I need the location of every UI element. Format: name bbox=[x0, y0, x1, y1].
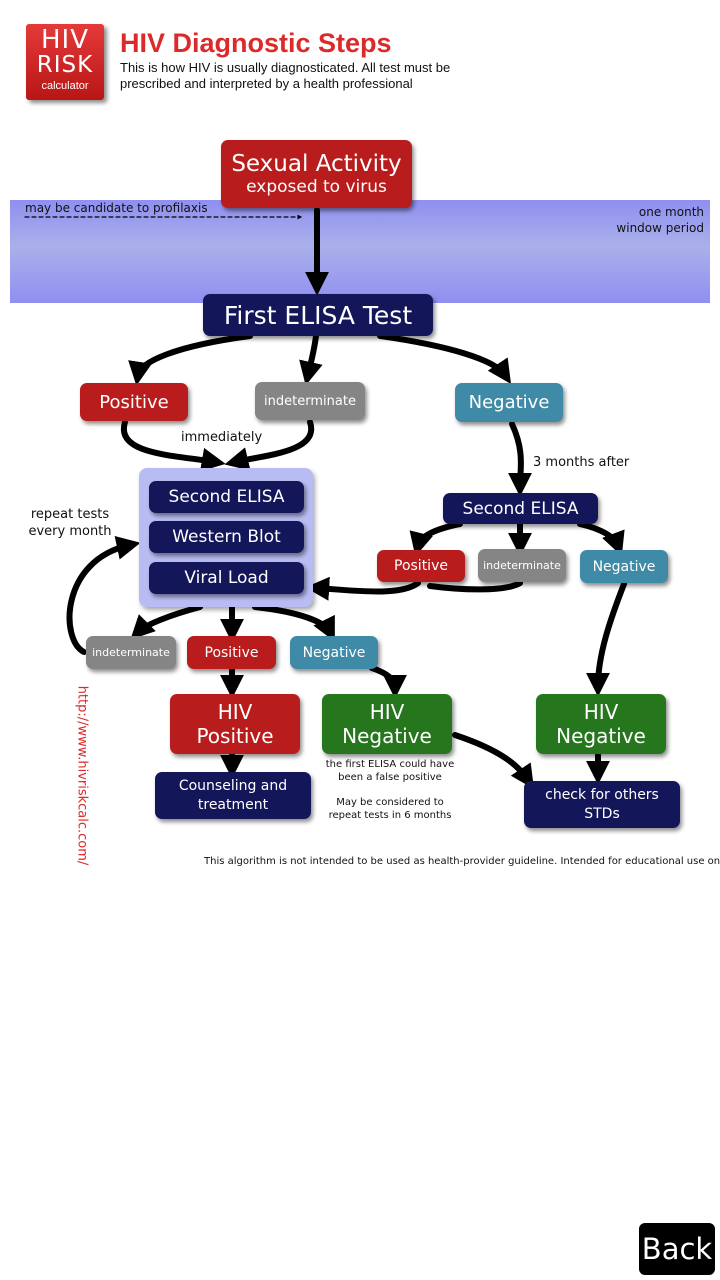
arrow-negative-to-second-elisa bbox=[508, 421, 533, 497]
hiv-negative-right-line1: HIV bbox=[583, 700, 619, 724]
repeat-6mo-line1: May be considered to bbox=[336, 797, 444, 808]
arrow-elisa-negative bbox=[377, 333, 512, 384]
page-subtitle: This is how HIV is usually diagnosticate… bbox=[120, 60, 451, 91]
counseling-node: Counseling and treatment bbox=[155, 772, 311, 819]
repeat-6mo-note: May be considered to repeat tests in 6 m… bbox=[320, 796, 460, 822]
check-stds-line1: check for others bbox=[545, 786, 659, 803]
arrow-confirm-negative bbox=[252, 604, 335, 642]
arrow-second-elisa-negative bbox=[577, 521, 625, 557]
three-months-label: 3 months after bbox=[533, 455, 630, 470]
counseling-line2: treatment bbox=[197, 796, 269, 813]
arrow-indeterminate2-to-confirm bbox=[427, 580, 523, 593]
sexual-activity-label: Sexual Activity bbox=[231, 151, 402, 177]
window-period-note: one month window period bbox=[600, 204, 710, 236]
arrow-elisa-indeterminate bbox=[299, 333, 323, 386]
negative-node-3: Negative bbox=[290, 636, 378, 669]
viral-load-node: Viral Load bbox=[149, 562, 304, 594]
false-positive-line1: the first ELISA could have bbox=[325, 759, 455, 770]
disclaimer-text: This algorithm is not intended to be use… bbox=[204, 856, 720, 867]
arrow-confirm-indeterminate bbox=[130, 604, 203, 640]
first-elisa-node: First ELISA Test bbox=[203, 294, 433, 336]
window-period-line2: window period bbox=[616, 221, 704, 235]
logo-line-hiv: HIV bbox=[40, 25, 89, 55]
hiv-negative-left-line1: HIV bbox=[369, 700, 405, 724]
positive-node-1: Positive bbox=[80, 383, 188, 421]
indeterminate-node-3: indeterminate bbox=[86, 636, 176, 669]
repeat-6mo-line2: repeat tests in 6 months bbox=[328, 810, 452, 821]
negative-node-1: Negative bbox=[455, 383, 563, 422]
arrow-hiv-negative-left-to-stds bbox=[452, 732, 534, 789]
false-positive-line2: been a false positive bbox=[338, 772, 442, 783]
arrow-indeterminate-to-confirm bbox=[224, 419, 315, 471]
counseling-line1: Counseling and bbox=[178, 777, 288, 794]
negative-node-2: Negative bbox=[580, 550, 668, 583]
check-stds-node: check for others STDs bbox=[524, 781, 680, 828]
sexual-activity-node: Sexual Activity exposed to virus bbox=[221, 140, 412, 208]
positive-node-2: Positive bbox=[377, 550, 465, 582]
website-url: http://www.hivriskcalc.com/ bbox=[74, 685, 90, 866]
logo-line-calculator: calculator bbox=[41, 80, 89, 92]
indeterminate-node-1: indeterminate bbox=[255, 382, 365, 420]
indeterminate-node-2: indeterminate bbox=[478, 549, 566, 582]
western-blot-node: Western Blot bbox=[149, 521, 304, 553]
hiv-positive-line1: HIV bbox=[217, 700, 253, 724]
second-elisa-left-node: Second ELISA bbox=[149, 481, 304, 513]
arrow-elisa-positive bbox=[128, 333, 253, 386]
window-period-line1: one month bbox=[638, 205, 704, 219]
arrow-repeat-tests-loop bbox=[66, 536, 141, 655]
hiv-risk-logo: HIV RISK calculator bbox=[26, 24, 104, 100]
logo-line-risk: RISK bbox=[36, 52, 94, 78]
hiv-negative-right-line2: Negative bbox=[556, 724, 646, 748]
arrow-negative3-to-hiv-negative bbox=[369, 665, 407, 699]
page-title: HIV Diagnostic Steps bbox=[120, 28, 392, 58]
positive-node-3: Positive bbox=[187, 636, 276, 669]
hiv-negative-right-node: HIV Negative bbox=[536, 694, 666, 754]
immediately-label: immediately bbox=[181, 430, 263, 445]
exposed-to-virus-label: exposed to virus bbox=[246, 177, 387, 197]
arrow-positive-to-confirm bbox=[120, 419, 226, 472]
hiv-positive-line2: Positive bbox=[196, 724, 274, 748]
repeat-tests-note: repeat tests every month bbox=[20, 506, 120, 540]
back-button[interactable]: Back bbox=[639, 1223, 715, 1275]
hiv-negative-left-line2: Negative bbox=[342, 724, 432, 748]
hiv-positive-node: HIV Positive bbox=[170, 694, 300, 754]
check-stds-line2: STDs bbox=[584, 805, 620, 822]
profilaxis-note: may be candidate to profilaxis bbox=[25, 201, 208, 215]
hiv-negative-left-node: HIV Negative bbox=[322, 694, 452, 754]
arrow-negative2-to-hiv-negative bbox=[586, 581, 627, 697]
arrow-second-elisa-positive bbox=[409, 521, 463, 557]
second-elisa-right-node: Second ELISA bbox=[443, 493, 598, 524]
false-positive-note: the first ELISA could have been a false … bbox=[320, 758, 460, 784]
repeat-tests-line2: every month bbox=[28, 524, 112, 539]
repeat-tests-line1: repeat tests bbox=[30, 507, 110, 522]
arrow-positive2-to-confirm bbox=[305, 576, 421, 601]
